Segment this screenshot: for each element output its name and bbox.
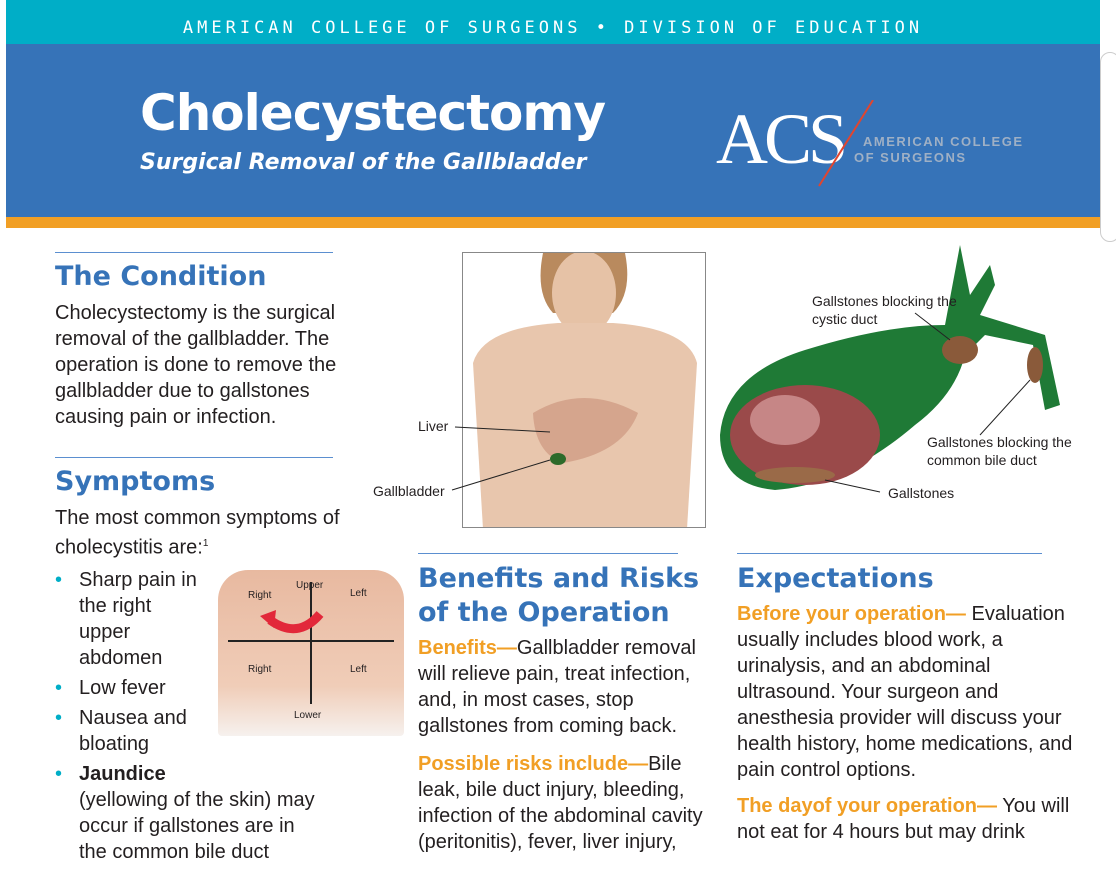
pain-arrow-icon bbox=[260, 610, 324, 634]
page-subtitle: Surgical Removal of the Gallbladder bbox=[140, 150, 587, 175]
org-line: AMERICAN COLLEGE OF SURGEONS • DIVISION … bbox=[182, 18, 924, 38]
gallbladder-illustration bbox=[720, 245, 1060, 493]
org-banner: AMERICAN COLLEGE OF SURGEONS • DIVISION … bbox=[6, 0, 1100, 44]
gallstones-label: Gallstones bbox=[888, 485, 955, 501]
condition-heading: The Condition bbox=[55, 261, 267, 292]
page-title: Cholecystectomy bbox=[140, 84, 606, 142]
symptom-list: Sharp pain in the right upper abdomen Lo… bbox=[55, 567, 315, 869]
list-item: Jaundice(yellowing of the skin) may occu… bbox=[55, 761, 315, 865]
side-tab[interactable] bbox=[1100, 52, 1116, 242]
gallbladder-label: Gallbladder bbox=[373, 483, 445, 499]
day-of-operation-text: The dayof your operation— You will not e… bbox=[737, 795, 1070, 843]
symptoms-intro: The most common symptoms of cholecystiti… bbox=[55, 507, 340, 559]
expectations-heading: Expectations bbox=[737, 563, 934, 594]
abdomen-quadrant-figure: Upper Right Left Right Left Lower bbox=[218, 570, 404, 736]
common-bile-duct-label: Gallstones blocking the common bile duct bbox=[927, 434, 1072, 468]
condition-text: Cholecystectomy is the surgical removal … bbox=[55, 302, 337, 428]
before-operation-text: Before your operation— Evaluation usuall… bbox=[737, 603, 1073, 781]
hero-banner bbox=[6, 44, 1100, 217]
logo-mark: ACS bbox=[716, 99, 848, 179]
list-item: Sharp pain in the right upper abdomen bbox=[55, 567, 205, 671]
benefits-text: Benefits—Gallbladder removal will reliev… bbox=[418, 637, 696, 737]
torso-leader-lines bbox=[451, 426, 551, 491]
risks-text: Possible risks include—Bile leak, bile d… bbox=[418, 753, 703, 853]
cystic-duct-label: Gallstones blocking the cystic duct bbox=[812, 293, 957, 327]
torso-figure bbox=[462, 252, 706, 528]
logo-slash bbox=[818, 100, 874, 187]
liver-label: Liver bbox=[418, 418, 449, 434]
accent-stripe bbox=[6, 217, 1100, 228]
list-item: Nausea and bloating bbox=[55, 705, 195, 757]
list-item: Low fever bbox=[55, 675, 315, 701]
symptoms-heading: Symptoms bbox=[55, 466, 216, 497]
